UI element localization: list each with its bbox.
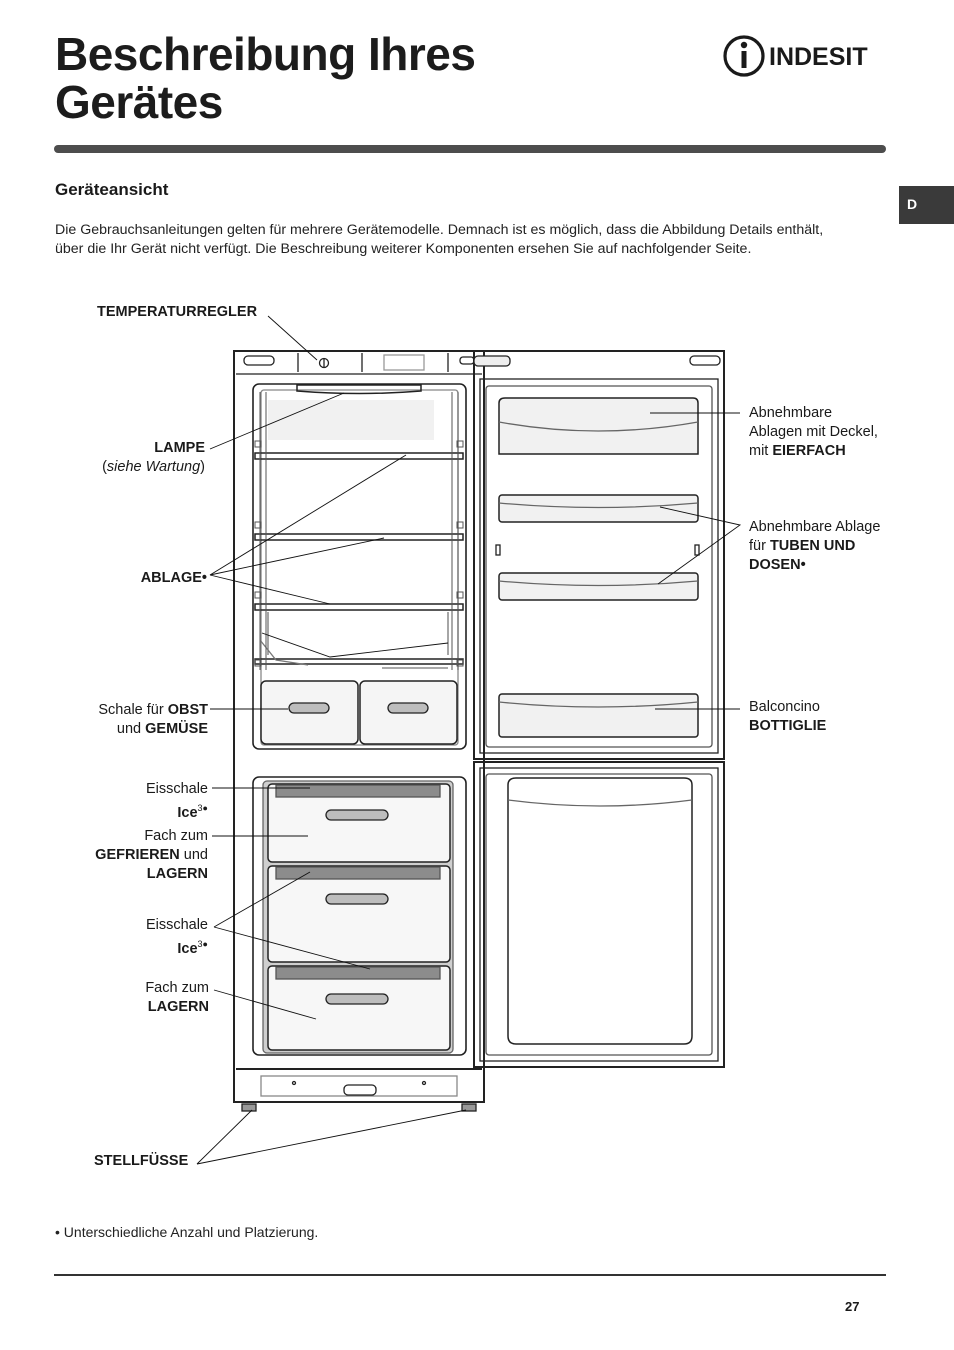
intro-text: Die Gebrauchsanleitungen gelten für mehr… [55,221,885,259]
indesit-logo: INDESIT [723,35,868,77]
page-number: 27 [845,1299,860,1314]
label-eisschale-1: Eisschale Ice3● [145,781,208,821]
label-ablagen-eierfach: Abnehmbare Ablagen mit Deckel, mit EIERF… [749,405,878,459]
label-lampe: LAMPE(siehe Wartung) [102,440,205,475]
footer-rule [54,1274,886,1276]
label-fach-lagern: Fach zum LAGERN [145,980,209,1015]
footnote: • Unterschiedliche Anzahl und Platzierun… [55,1224,318,1240]
label-eisschale-2: Eisschale Ice3● [145,917,208,957]
title-line-2: Gerätes [55,76,223,128]
header-rule [54,145,886,153]
page-title: Beschreibung Ihres Gerätes [55,28,476,128]
label-ablage: ABLAGE• [140,570,207,586]
label-balconcino-bottiglie: Balconcino BOTTIGLIE [749,699,827,734]
label-fach-gefrieren-lagern: Fach zum GEFRIEREN und LAGERN [95,828,208,882]
label-ablage-tuben-dosen: Abnehmbare Ablage für TUBEN UND DOSEN• [749,519,881,573]
section-title: Geräteansicht [55,180,169,199]
label-stellfuesse: STELLFÜSSE [94,1153,189,1169]
brand-wordmark: INDESIT [769,43,868,71]
label-schale-obst-gemuese: Schale für OBST und GEMÜSE [98,702,208,737]
label-temperaturregler: TEMPERATURREGLER [97,304,258,320]
intro-line-2: über die Ihr Gerät nicht verfügt. Die Be… [55,241,752,257]
intro-line-1: Die Gebrauchsanleitungen gelten für mehr… [55,222,824,238]
footnote-bullet: • [55,1224,60,1240]
title-line-1: Beschreibung Ihres [55,28,476,80]
language-tab: D [899,186,954,224]
footnote-text: Unterschiedliche Anzahl und Platzierung. [63,1224,319,1240]
